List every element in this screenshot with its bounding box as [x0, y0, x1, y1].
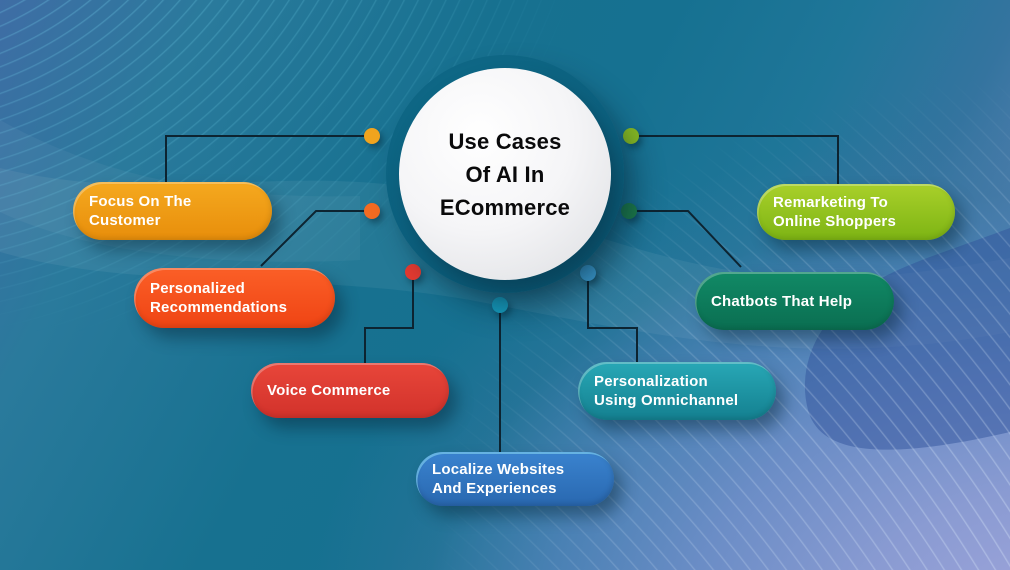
connector-line-focus-on-the-customer	[165, 135, 372, 183]
connector-dot-remarketing	[623, 128, 639, 144]
connector-dot-chatbots-that-help	[621, 203, 637, 219]
center-title: Use Cases Of AI In ECommerce	[439, 128, 571, 220]
node-pill-chatbots-that-help: Chatbots That Help	[695, 272, 894, 330]
node-pill-localize-websites: Localize Websites And Experiences	[416, 452, 614, 506]
connector-line-personalization-omnichannel	[587, 273, 638, 363]
connector-line-voice-commerce	[364, 272, 414, 364]
node-pill-voice-commerce: Voice Commerce	[251, 363, 449, 418]
node-pill-focus-on-the-customer: Focus On The Customer	[73, 182, 272, 240]
connector-dot-voice-commerce	[405, 264, 421, 280]
node-label: Personalization Using Omnichannel	[594, 373, 739, 409]
connector-dot-personalization-omnichannel	[580, 265, 596, 281]
connector-line-chatbots-that-help	[629, 210, 742, 268]
center-circle-ring: Use Cases Of AI In ECommerce	[386, 55, 624, 293]
node-label: Focus On The Customer	[89, 193, 192, 229]
connector-dot-focus-on-the-customer	[364, 128, 380, 144]
node-label: Personalized Recommendations	[150, 280, 288, 316]
node-label: Localize Websites And Experiences	[432, 461, 565, 497]
center-circle: Use Cases Of AI In ECommerce	[399, 68, 611, 280]
node-pill-personalized-recommendations: Personalized Recommendations	[134, 268, 335, 328]
connector-line-remarketing	[631, 135, 839, 185]
connector-line-personalized-recommendations	[260, 210, 372, 267]
node-label: Remarketing To Online Shoppers	[773, 194, 897, 230]
node-label: Chatbots That Help	[711, 292, 853, 310]
connector-dot-localize-websites	[492, 297, 508, 313]
node-pill-remarketing: Remarketing To Online Shoppers	[757, 184, 955, 240]
connector-dot-personalized-recommendations	[364, 203, 380, 219]
background-dark-wave	[804, 228, 1010, 450]
node-pill-personalization-omnichannel: Personalization Using Omnichannel	[578, 362, 776, 420]
node-label: Voice Commerce	[267, 382, 391, 399]
